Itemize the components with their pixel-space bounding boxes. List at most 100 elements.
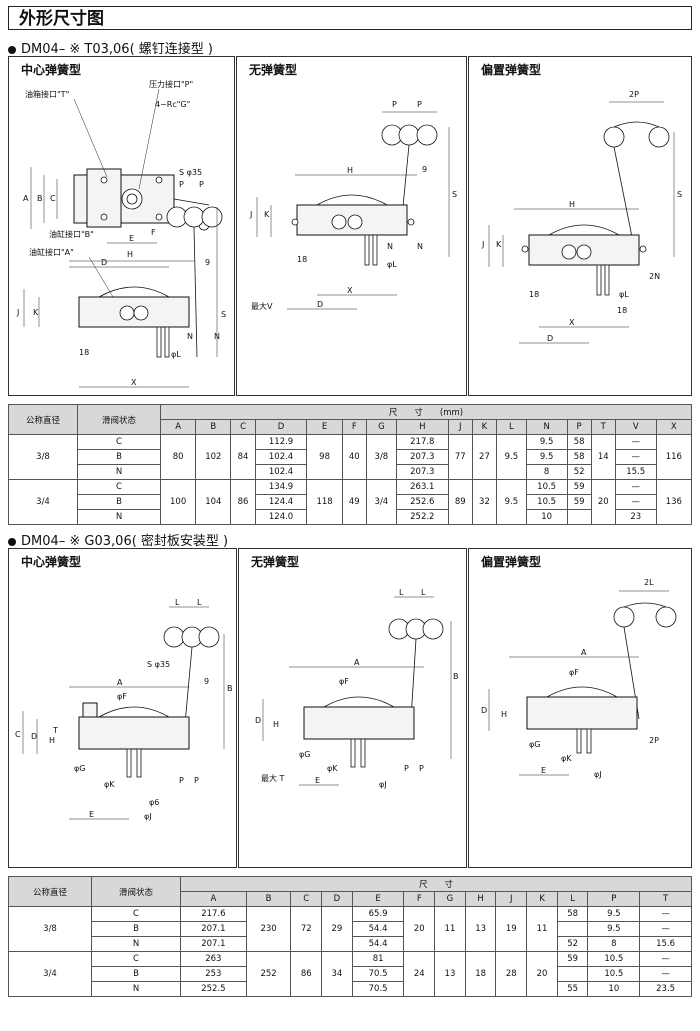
state-cell: C	[91, 906, 181, 922]
cell-T: 23.5	[639, 981, 692, 997]
cell-E: 70.5	[351, 981, 405, 997]
th-state: 滑阀状态	[91, 876, 181, 907]
svg-text:φF: φF	[117, 692, 127, 701]
svg-text:H: H	[569, 200, 575, 209]
max-v-label: 最大V	[251, 301, 273, 311]
cell-V: —	[614, 434, 657, 450]
svg-text:H: H	[501, 710, 507, 719]
col-header-J: J	[495, 891, 528, 907]
svg-text:E: E	[89, 810, 94, 819]
svg-text:9: 9	[422, 165, 427, 174]
cell-X: 136	[655, 479, 693, 525]
cell-A: 253	[180, 966, 247, 982]
col-header-A: A	[180, 891, 247, 907]
col-header-G: G	[434, 891, 466, 907]
th-size: 公称直径	[8, 404, 78, 435]
cell-D: 112.9	[254, 434, 308, 450]
cell-L: 55	[556, 981, 589, 997]
cell-A: 263	[180, 951, 247, 967]
cell-H: 252.2	[395, 509, 449, 525]
svg-text:D: D	[547, 334, 553, 343]
col-header-L: L	[556, 891, 589, 907]
svg-text:φG: φG	[299, 750, 310, 759]
svg-text:K: K	[496, 240, 502, 249]
svg-text:D: D	[101, 258, 107, 267]
svg-text:N: N	[214, 332, 220, 341]
th-state: 滑阀状态	[77, 404, 161, 435]
cell-E: 54.4	[351, 936, 405, 952]
svg-text:J: J	[481, 240, 484, 249]
col-header-B: B	[245, 891, 292, 907]
svg-text:φF: φF	[569, 668, 579, 677]
cell-N: 10.5	[525, 479, 568, 495]
cell-A: 217.6	[180, 906, 247, 922]
svg-text:H: H	[127, 250, 133, 259]
page-title: 外形尺寸图	[8, 6, 692, 30]
size-cell: 3/8	[8, 906, 92, 952]
svg-text:K: K	[33, 308, 39, 317]
svg-text:φK: φK	[327, 764, 338, 773]
col-header-D: D	[321, 891, 353, 907]
cell-T: —	[639, 966, 692, 982]
svg-text:E: E	[541, 766, 546, 775]
svg-text:L: L	[197, 598, 202, 607]
svg-text:D: D	[481, 706, 487, 715]
cell-N: 10.5	[525, 494, 568, 510]
cell-K: 32	[471, 479, 498, 525]
cell-T: —	[639, 906, 692, 922]
cell-K: 20	[526, 951, 558, 997]
cell-P: 59	[566, 494, 592, 510]
svg-text:L: L	[421, 588, 426, 597]
col-header-K: K	[471, 419, 498, 435]
svg-text:φK: φK	[104, 780, 115, 789]
cell-V: —	[614, 479, 657, 495]
col-header-C: C	[230, 419, 256, 435]
cell-H: 263.1	[395, 479, 449, 495]
state-cell: N	[77, 464, 161, 480]
col-header-H: H	[395, 419, 449, 435]
svg-text:B: B	[37, 194, 43, 203]
state-cell: B	[91, 921, 181, 937]
svg-text:D: D	[255, 716, 261, 725]
two-n-label: 2N	[649, 272, 660, 281]
svg-text:A: A	[117, 678, 123, 687]
col-header-D: D	[254, 419, 308, 435]
cell-G: 3/8	[365, 434, 397, 480]
cell-D: 124.4	[254, 494, 308, 510]
svg-text:18: 18	[79, 348, 89, 357]
cell-N: 9.5	[525, 434, 568, 450]
cell-P: 9.5	[587, 906, 641, 922]
svg-text:P: P	[419, 764, 424, 773]
cell-H: 217.8	[395, 434, 449, 450]
cell-P: 9.5	[587, 921, 641, 937]
th-size: 公称直径	[8, 876, 92, 907]
bullet-icon	[8, 537, 16, 546]
cell-L: 52	[556, 936, 589, 952]
cylinder-a-label: 油缸接口"A"	[29, 247, 74, 257]
cell-P	[566, 509, 592, 525]
svg-text:E: E	[315, 776, 320, 785]
cell-B: 104	[195, 479, 232, 525]
svg-text:P: P	[199, 180, 204, 189]
svg-text:A: A	[581, 648, 587, 657]
svg-text:S: S	[452, 190, 457, 199]
th-dims: 尺 寸	[180, 876, 692, 892]
cell-L: 9.5	[496, 479, 527, 525]
svg-text:P: P	[194, 776, 199, 785]
svg-text:φF: φF	[339, 677, 349, 686]
cell-B: 102	[195, 434, 232, 480]
col-header-T: T	[590, 419, 616, 435]
cell-F: 40	[341, 434, 367, 480]
cell-G: 11	[434, 906, 466, 952]
sphere-label: S φ35	[179, 168, 202, 177]
col-header-C: C	[290, 891, 323, 907]
svg-text:P: P	[404, 764, 409, 773]
